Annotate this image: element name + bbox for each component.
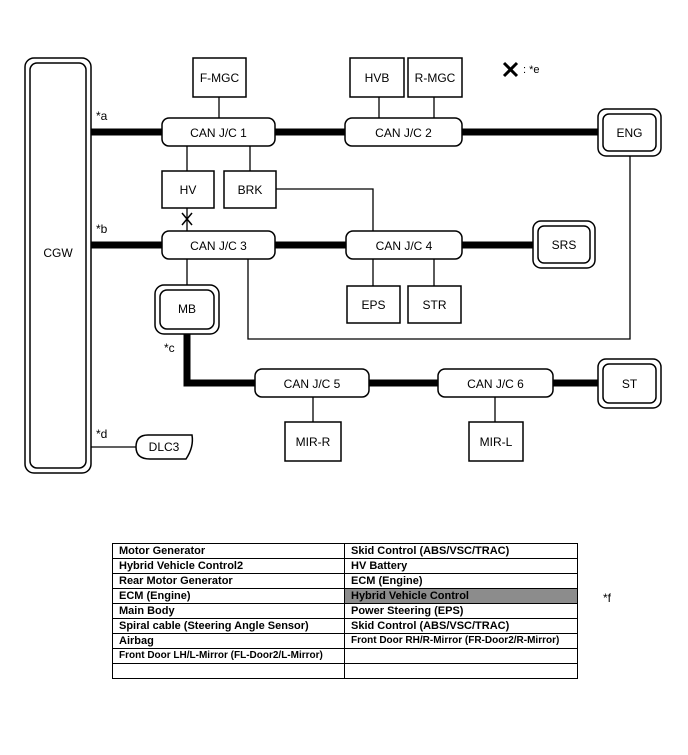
srs-label: SRS bbox=[552, 238, 577, 252]
table-row bbox=[112, 663, 578, 679]
table-cell: HV Battery bbox=[344, 558, 578, 574]
table-cell: ECM (Engine) bbox=[344, 573, 578, 589]
table-row: ECM (Engine) Hybrid Vehicle Control bbox=[112, 588, 578, 604]
table-row: Airbag Front Door RH/R-Mirror (FR-Door2/… bbox=[112, 633, 578, 649]
table-cell: ECM (Engine) bbox=[112, 588, 345, 604]
label-c: *c bbox=[164, 341, 175, 355]
dlc3-label: DLC3 bbox=[149, 440, 180, 454]
brk-node: BRK bbox=[223, 170, 277, 209]
legend-x-mark-icon bbox=[502, 61, 519, 78]
table-cell: Motor Generator bbox=[112, 543, 345, 559]
table-cell: Airbag bbox=[112, 633, 345, 649]
label-e: : *e bbox=[523, 64, 540, 76]
can-network-diagram: CGW F-MGC HVB R-MGC CAN J/C 1 CAN J/C 2 … bbox=[24, 57, 662, 474]
table-row: Hybrid Vehicle Control2 HV Battery bbox=[112, 558, 578, 574]
mirr-node: MIR-R bbox=[284, 421, 342, 462]
hv-label: HV bbox=[180, 183, 197, 197]
canjc6-label: CAN J/C 6 bbox=[467, 377, 524, 391]
label-d: *d bbox=[96, 427, 107, 441]
rmgc-label: R-MGC bbox=[415, 71, 456, 85]
mb-node: MB bbox=[154, 284, 220, 335]
eps-label: EPS bbox=[361, 298, 385, 312]
canjc1-label: CAN J/C 1 bbox=[190, 126, 247, 140]
str-node: STR bbox=[407, 285, 462, 324]
table-cell: Skid Control (ABS/VSC/TRAC) bbox=[344, 618, 578, 634]
hvb-label: HVB bbox=[365, 71, 390, 85]
canjc6-node: CAN J/C 6 bbox=[437, 368, 554, 398]
table-cell bbox=[112, 663, 345, 679]
canjc2-node: CAN J/C 2 bbox=[344, 117, 463, 147]
canjc3-node: CAN J/C 3 bbox=[161, 230, 276, 260]
table-row: Spiral cable (Steering Angle Sensor) Ski… bbox=[112, 618, 578, 634]
mirl-node: MIR-L bbox=[468, 421, 524, 462]
eng-node: ENG bbox=[597, 108, 662, 157]
legend-table: Motor Generator Skid Control (ABS/VSC/TR… bbox=[112, 543, 578, 679]
label-f: *f bbox=[603, 591, 612, 605]
label-a: *a bbox=[96, 109, 108, 123]
canjc2-label: CAN J/C 2 bbox=[375, 126, 432, 140]
table-row: Main Body Power Steering (EPS) bbox=[112, 603, 578, 619]
fmgc-label: F-MGC bbox=[200, 71, 240, 85]
canjc4-node: CAN J/C 4 bbox=[345, 230, 463, 260]
eng-label: ENG bbox=[616, 126, 642, 140]
rmgc-node: R-MGC bbox=[407, 57, 463, 98]
hv-node: HV bbox=[161, 170, 215, 209]
x-mark-icon bbox=[181, 212, 193, 226]
dlc3-node: DLC3 bbox=[135, 434, 194, 460]
canjc5-label: CAN J/C 5 bbox=[284, 377, 341, 391]
mirr-label: MIR-R bbox=[296, 435, 331, 449]
fmgc-node: F-MGC bbox=[192, 57, 247, 98]
table-cell: Hybrid Vehicle Control2 bbox=[112, 558, 345, 574]
mirl-label: MIR-L bbox=[480, 435, 513, 449]
mb-label: MB bbox=[178, 302, 196, 316]
cgw-node: CGW bbox=[24, 57, 92, 474]
canjc5-node: CAN J/C 5 bbox=[254, 368, 370, 398]
table-row: Motor Generator Skid Control (ABS/VSC/TR… bbox=[112, 543, 578, 559]
table-row: Rear Motor Generator ECM (Engine) bbox=[112, 573, 578, 589]
table-cell bbox=[344, 663, 578, 679]
wire-jc3-eng bbox=[247, 151, 631, 340]
table-cell: Spiral cable (Steering Angle Sensor) bbox=[112, 618, 345, 634]
str-label: STR bbox=[423, 298, 447, 312]
table-cell: Power Steering (EPS) bbox=[344, 603, 578, 619]
eps-node: EPS bbox=[346, 285, 401, 324]
table-cell bbox=[344, 648, 578, 664]
table-cell: Rear Motor Generator bbox=[112, 573, 345, 589]
table-cell: Front Door RH/R-Mirror (FR-Door2/R-Mirro… bbox=[344, 633, 578, 649]
table-cell: Skid Control (ABS/VSC/TRAC) bbox=[344, 543, 578, 559]
canjc3-label: CAN J/C 3 bbox=[190, 239, 247, 253]
table-cell-highlighted: Hybrid Vehicle Control bbox=[344, 588, 578, 604]
cgw-label: CGW bbox=[43, 246, 73, 260]
brk-label: BRK bbox=[238, 183, 263, 197]
table-cell: Main Body bbox=[112, 603, 345, 619]
srs-node: SRS bbox=[532, 220, 596, 269]
wire-brk-jc4 bbox=[276, 188, 374, 231]
canjc1-node: CAN J/C 1 bbox=[161, 117, 276, 147]
st-node: ST bbox=[597, 358, 662, 409]
table-row: Front Door LH/L-Mirror (FL-Door2/L-Mirro… bbox=[112, 648, 578, 664]
label-b: *b bbox=[96, 222, 108, 236]
table-cell: Front Door LH/L-Mirror (FL-Door2/L-Mirro… bbox=[112, 648, 345, 664]
canjc4-label: CAN J/C 4 bbox=[376, 239, 433, 253]
hvb-node: HVB bbox=[349, 57, 405, 98]
st-label: ST bbox=[622, 377, 638, 391]
